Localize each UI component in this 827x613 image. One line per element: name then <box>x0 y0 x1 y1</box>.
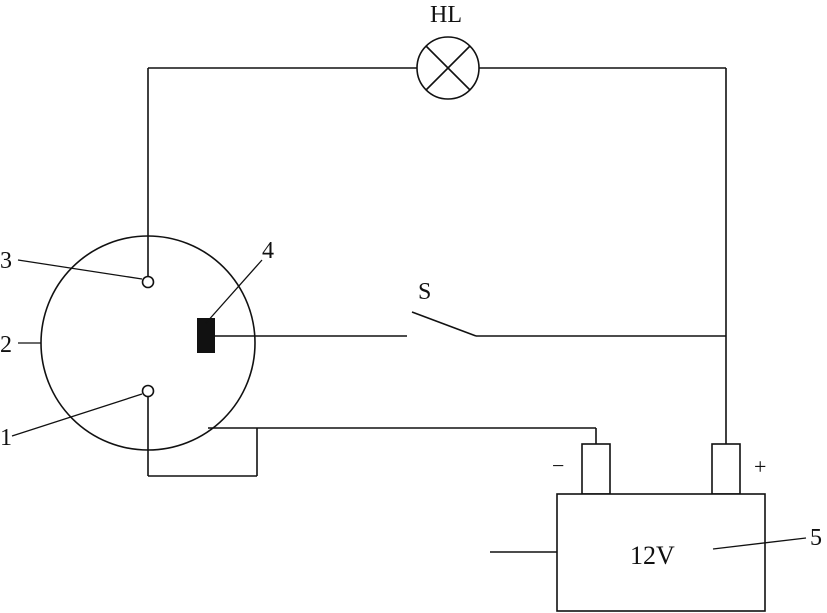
contact-4-label: 4 <box>262 238 274 264</box>
contact-4 <box>197 318 215 353</box>
battery-negative-terminal <box>581 443 611 495</box>
switch-s <box>411 311 477 337</box>
battery-positive-terminal <box>711 443 741 495</box>
lamp-label: HL <box>430 2 462 28</box>
leader-5 <box>712 537 807 550</box>
leader-3 <box>17 259 143 280</box>
terminal-3 <box>141 275 155 289</box>
battery-body <box>556 493 766 612</box>
negative-sign: − <box>552 453 564 478</box>
body-2-label: 2 <box>0 332 12 358</box>
lamp-hl <box>416 36 480 100</box>
switch-label: S <box>418 279 431 305</box>
terminal-1 <box>141 384 155 398</box>
terminal-3-label: 3 <box>0 248 12 274</box>
terminal-1-label: 1 <box>0 425 12 451</box>
leader-4 <box>205 259 263 324</box>
positive-sign: + <box>754 454 766 479</box>
battery-5-label: 5 <box>810 525 822 551</box>
battery-voltage: 12V <box>630 541 675 570</box>
leader-1 <box>11 393 143 437</box>
